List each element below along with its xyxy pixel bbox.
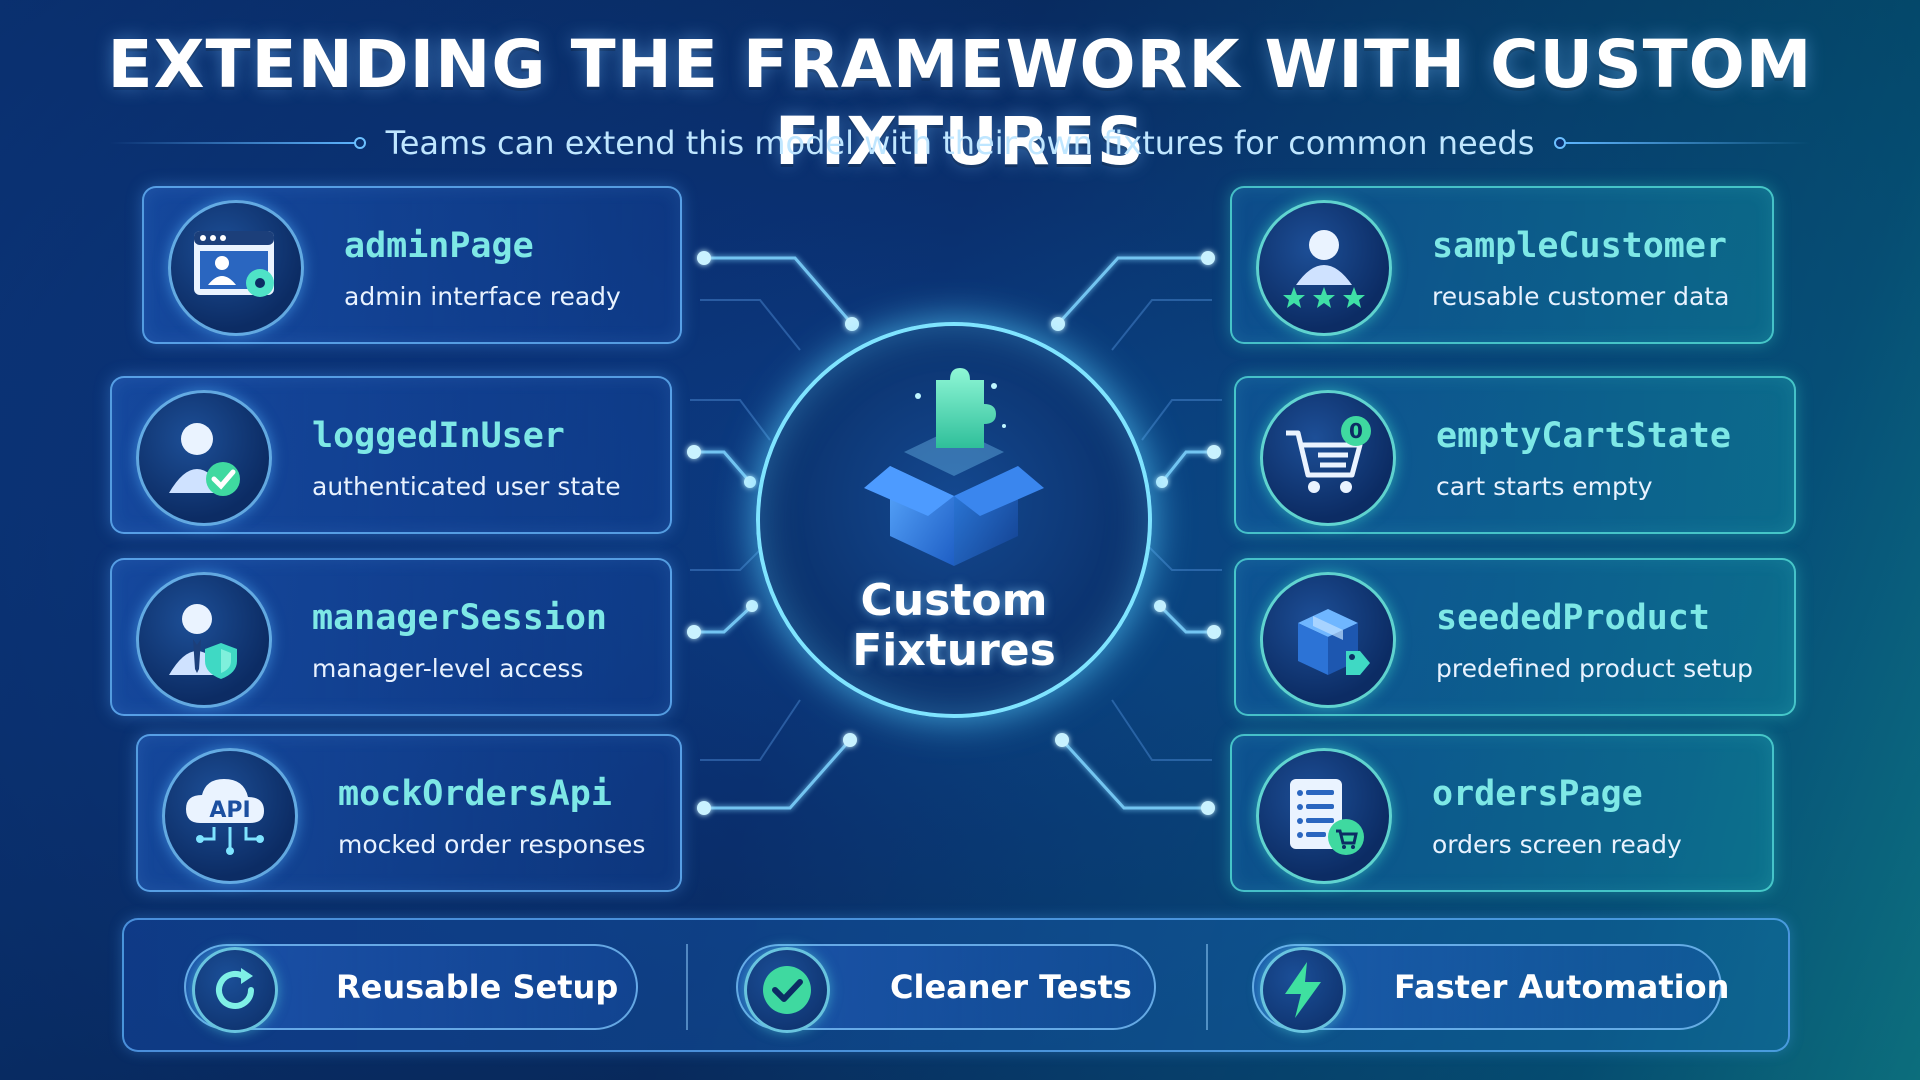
fixture-name: mockOrdersApi [338,774,612,814]
api-cloud-icon: API [162,748,298,884]
subtitle: Teams can extend this model with their o… [385,124,1535,162]
wire-loggedInUser [694,450,752,483]
wire-managerSession [694,604,754,634]
hub-label: Custom Fixtures [756,576,1152,676]
fixture-name: seededProduct [1436,598,1710,638]
fixture-card-adminPage: adminPage admin interface ready [142,186,682,344]
puzzle-box-icon [864,368,1044,566]
customer-stars-icon [1256,200,1392,336]
fixture-card-sampleCustomer: sampleCustomer reusable customer data [1230,186,1774,344]
product-box-tag-icon [1260,572,1396,708]
fixture-name: loggedInUser [312,416,565,456]
subtitle-line-left [109,137,366,149]
api-badge: API [209,798,250,823]
lightning-icon [1260,947,1346,1033]
fixture-name: emptyCartState [1436,416,1732,456]
fixture-desc: admin interface ready [344,282,621,311]
hub-label-line2: Fixtures [852,625,1056,676]
refresh-icon [192,947,278,1033]
benefit-faster-automation: Faster Automation [1252,944,1729,1033]
fixture-card-managerSession: managerSession manager-level access [110,558,672,716]
hub-label-line1: Custom [860,575,1048,626]
wire-seededProduct [1158,604,1214,634]
fixture-desc: authenticated user state [312,472,621,501]
fixture-card-seededProduct: seededProduct predefined product setup [1234,558,1796,716]
wire-mockOrdersApi [704,739,852,810]
wire-adminPage [704,256,854,325]
cart-count-badge: 0 [1349,419,1363,443]
benefit-reusable-setup: Reusable Setup [184,944,638,1033]
fixture-desc: reusable customer data [1432,282,1730,311]
cart-zero-icon: 0 [1260,390,1396,526]
fixture-card-mockOrdersApi: API mockOrdersApi mocked order responses [136,734,682,892]
wire-emptyCartState [1160,450,1214,483]
fixture-name: adminPage [344,226,534,266]
wire-sampleCustomer [1056,256,1208,326]
fixture-name: ordersPage [1432,774,1643,814]
user-check-icon [136,390,272,526]
manager-shield-icon [136,572,272,708]
subtitle-row: Teams can extend this model with their o… [0,118,1920,168]
benefit-label: Faster Automation [1394,968,1730,1006]
benefit-label: Cleaner Tests [890,968,1132,1006]
fixture-desc: predefined product setup [1436,654,1754,683]
fixture-card-loggedInUser: loggedInUser authenticated user state [110,376,672,534]
fixture-card-emptyCartState: 0 emptyCartState cart starts empty [1234,376,1796,534]
fixture-desc: orders screen ready [1432,830,1682,859]
fixture-name: managerSession [312,598,608,638]
page-title: EXTENDING THE FRAMEWORK WITH CUSTOM FIXT… [107,26,1813,180]
fixture-desc: cart starts empty [1436,472,1653,501]
benefit-divider [1206,944,1208,1030]
wire-ordersPage [1060,738,1208,810]
benefit-divider [686,944,688,1030]
benefit-cleaner-tests: Cleaner Tests [736,944,1156,1033]
checkmark-icon [744,947,830,1033]
fixture-name: sampleCustomer [1432,226,1728,266]
fixture-card-ordersPage: ordersPage orders screen ready [1230,734,1774,892]
orders-list-cart-icon [1256,748,1392,884]
fixture-desc: mocked order responses [338,830,646,859]
benefit-label: Reusable Setup [336,968,619,1006]
subtitle-line-right [1554,137,1811,149]
admin-browser-gear-icon [168,200,304,336]
fixture-desc: manager-level access [312,654,584,683]
